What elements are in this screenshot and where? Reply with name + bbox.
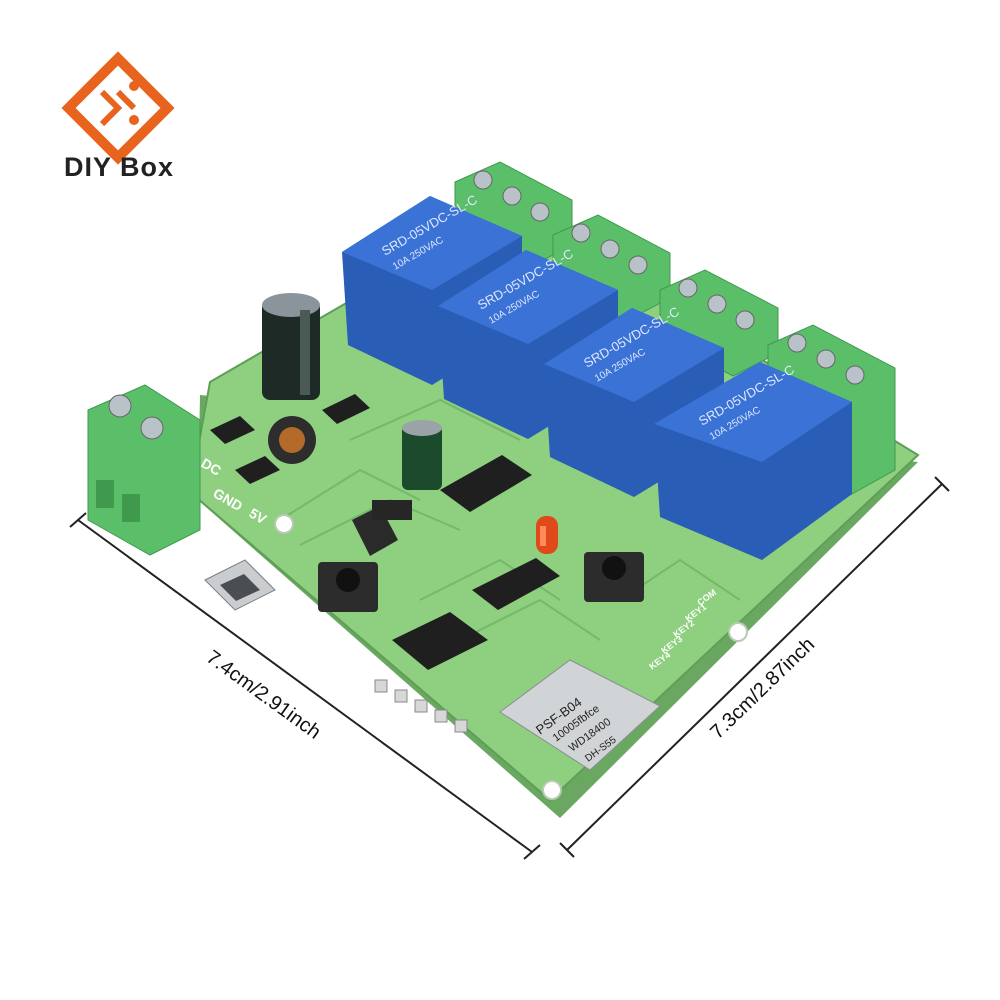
ic-chips — [210, 394, 560, 670]
relays: SRD-05VDC-SL-C 10A 250VAC SRD-05VDC-SL-C… — [342, 192, 852, 560]
relay-4: SRD-05VDC-SL-C 10A 250VAC — [654, 362, 852, 560]
brand-logo — [61, 51, 175, 165]
push-button-right — [584, 552, 644, 602]
pin-header — [374, 679, 468, 733]
mounting-hole — [728, 622, 748, 642]
capacitor-small — [402, 420, 442, 490]
red-led — [536, 516, 558, 554]
voltage-regulator — [352, 500, 412, 556]
inductor — [268, 416, 316, 464]
5v-label: 5V — [247, 505, 270, 528]
brand-name: DIY Box — [64, 152, 175, 182]
mounting-hole — [542, 780, 562, 800]
mounting-hole — [274, 514, 294, 534]
power-terminal — [87, 384, 201, 556]
capacitor-large — [262, 293, 320, 400]
push-button-left — [318, 562, 378, 612]
width-label: 7.4cm/2.91inch — [202, 646, 325, 744]
micro-usb-port — [204, 559, 276, 611]
